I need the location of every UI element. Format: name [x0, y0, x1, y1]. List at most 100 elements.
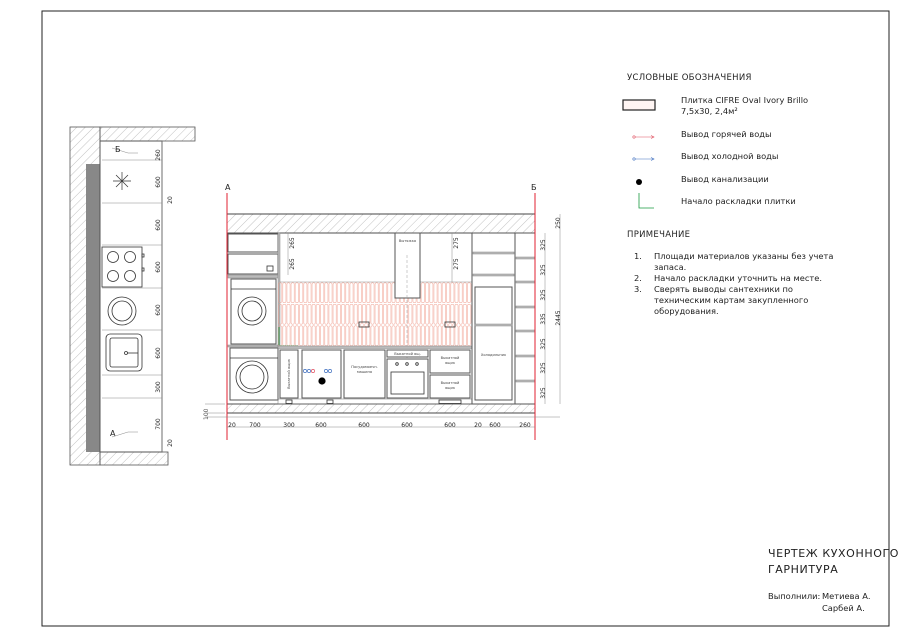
svg-text:Выкатной: Выкатной [441, 356, 460, 360]
svg-text:Вывод холодной воды: Вывод холодной воды [681, 151, 778, 161]
svg-text:техническим картам закупленног: техническим картам закупленного [654, 295, 808, 305]
svg-text:7,5х30, 2,4м²: 7,5х30, 2,4м² [681, 106, 738, 116]
tile-area [278, 282, 472, 347]
svg-text:275: 275 [453, 237, 460, 249]
plan-dimensions: 260 600 600 600 600 600 300 700 20 20 [155, 149, 174, 447]
svg-text:Сарбей А.: Сарбей А. [822, 603, 865, 613]
oven-drawer [386, 349, 429, 358]
svg-text:600: 600 [401, 422, 413, 429]
svg-text:325: 325 [540, 289, 547, 301]
svg-text:335: 335 [540, 313, 547, 325]
svg-text:ГАРНИТУРА: ГАРНИТУРА [768, 563, 838, 576]
svg-text:325: 325 [540, 264, 547, 276]
svg-text:20: 20 [228, 422, 236, 429]
ceiling-slab [226, 213, 536, 234]
drawer-2 [429, 374, 471, 399]
plan-section-b-label: Б [115, 145, 121, 154]
svg-text:Выкатной ящ.: Выкатной ящ. [394, 352, 421, 356]
title-block: ЧЕРТЕЖ КУХОННОГО ГАРНИТУРА Выполнили: Ме… [768, 547, 899, 613]
svg-text:20: 20 [167, 196, 174, 204]
fridge [474, 286, 513, 401]
svg-text:265: 265 [289, 237, 296, 249]
legend-title: УСЛОВНЫЕ ОБОЗНАЧЕНИЯ [627, 73, 752, 83]
sheet-frame [41, 10, 890, 627]
svg-text:Начало раскладки уточнить на м: Начало раскладки уточнить на месте. [654, 273, 822, 283]
svg-text:ящик: ящик [445, 386, 456, 390]
plan-hood-icon [113, 172, 131, 190]
svg-text:Выкатной ящик: Выкатной ящик [287, 358, 291, 389]
svg-text:Вытяжка: Вытяжка [399, 239, 416, 243]
svg-text:600: 600 [155, 304, 162, 316]
svg-text:Выкатной: Выкатной [441, 381, 460, 385]
svg-text:Посудомоечн.: Посудомоечн. [351, 365, 377, 369]
drain-dot-icon [318, 377, 326, 385]
legend: УСЛОВНЫЕ ОБОЗНАЧЕНИЯ Плитка CIFRE Oval I… [622, 73, 808, 209]
svg-text:ящик: ящик [445, 361, 456, 365]
svg-text:260: 260 [155, 149, 162, 161]
svg-text:600: 600 [315, 422, 327, 429]
elevation-view: А Б Вытяжка 265 265 275 [203, 183, 562, 440]
plan-section-a-label: А [110, 429, 116, 438]
svg-text:600: 600 [489, 422, 501, 429]
floor-dim: 100 [203, 408, 210, 420]
svg-text:265: 265 [289, 258, 296, 270]
hood [394, 232, 421, 299]
plan-hob-icon [101, 246, 145, 288]
svg-text:2445: 2445 [555, 310, 562, 325]
plan-bottom-wall [99, 451, 169, 466]
svg-text:325: 325 [540, 338, 547, 350]
washing-machine [229, 347, 279, 401]
svg-text:3.: 3. [634, 284, 642, 294]
svg-text:20: 20 [167, 439, 174, 447]
svg-text:260: 260 [519, 422, 531, 429]
drawing-title: ЧЕРТЕЖ КУХОННОГО [768, 547, 899, 560]
drawer-narrow [279, 349, 299, 399]
svg-text:325: 325 [540, 239, 547, 251]
svg-text:1.: 1. [634, 251, 642, 261]
washer-door-icon [235, 360, 269, 394]
countertop [277, 345, 473, 349]
plan-view: Б А 260 600 600 600 600 600 300 700 20 2… [69, 126, 196, 466]
svg-text:Сверять выводы сантехники по: Сверять выводы сантехники по [654, 284, 793, 294]
plan-countertop [99, 140, 163, 453]
dishwasher [343, 349, 386, 399]
svg-text:Вывод горячей воды: Вывод горячей воды [681, 129, 772, 139]
svg-text:машина: машина [357, 370, 372, 374]
svg-text:600: 600 [358, 422, 370, 429]
tile-start-corner-icon [638, 193, 654, 209]
water-outlets [303, 369, 332, 385]
tile-swatch-icon [622, 99, 656, 111]
elev-section-a-label: А [225, 183, 231, 192]
hot-water-arrow-icon [632, 135, 655, 139]
svg-text:Вывод канализации: Вывод канализации [681, 174, 769, 184]
dryer-door-icon [237, 296, 267, 326]
svg-text:700: 700 [155, 418, 162, 430]
bottom-dimensions: 20 700 300 600 600 600 600 20 600 260 [228, 422, 531, 429]
plan-top-wall [99, 126, 196, 142]
drawer-1 [429, 349, 471, 374]
svg-text:Площади материалов указаны без: Площади материалов указаны без учета [654, 251, 833, 261]
svg-text:250: 250 [555, 217, 562, 229]
floor-slab [226, 403, 536, 414]
plan-backsplash-strip [86, 164, 100, 452]
svg-text:325: 325 [540, 362, 547, 374]
svg-text:300: 300 [155, 381, 162, 393]
svg-text:Плитка CIFRE Oval Ivory Brillo: Плитка CIFRE Oval Ivory Brillo [681, 95, 808, 105]
sink-cabinet [301, 349, 342, 399]
svg-text:600: 600 [155, 261, 162, 273]
svg-text:600: 600 [444, 422, 456, 429]
elev-section-b-label: Б [531, 183, 537, 192]
svg-text:300: 300 [283, 422, 295, 429]
socket-icon [266, 265, 274, 272]
svg-text:700: 700 [249, 422, 261, 429]
svg-text:Начало раскладки плитки: Начало раскладки плитки [681, 196, 796, 206]
socket-icon [444, 321, 456, 328]
plan-washer-icon [107, 296, 137, 326]
cold-water-arrow-icon [632, 157, 655, 161]
svg-text:20: 20 [474, 422, 482, 429]
dryer [230, 278, 277, 345]
svg-text:Холодильник: Холодильник [481, 353, 507, 357]
right-dimensions: 325 325 325 335 325 325 325 250 2445 [540, 217, 562, 399]
svg-text:оборудования.: оборудования. [654, 306, 719, 316]
svg-text:Метиева А.: Метиева А. [822, 591, 871, 601]
